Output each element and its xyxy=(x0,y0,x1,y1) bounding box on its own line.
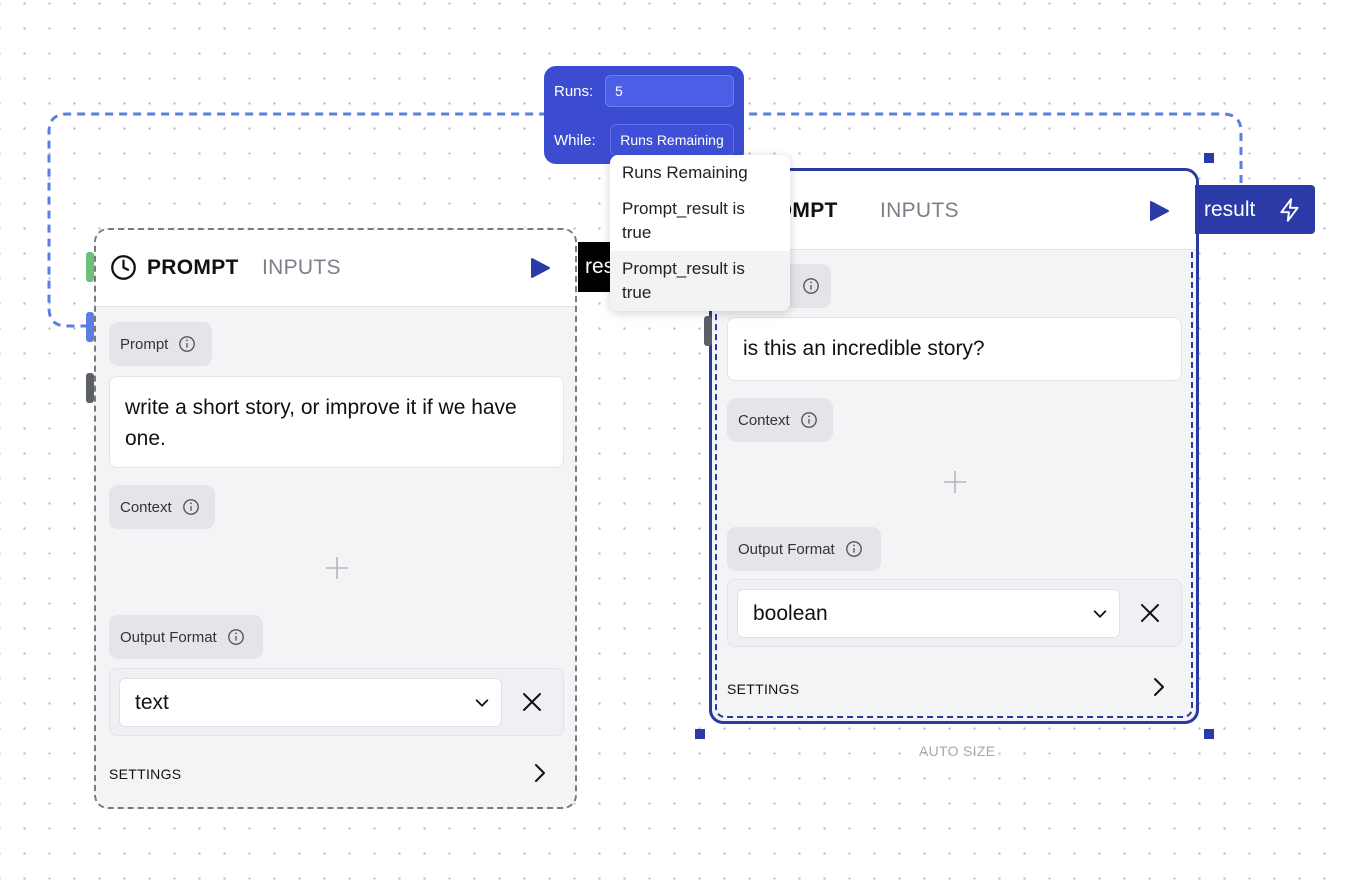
runs-input[interactable]: 5 xyxy=(605,75,734,107)
dropdown-option-prompt-result-1[interactable]: Prompt_result is true xyxy=(622,199,745,242)
prompt-label-pill: Prompt xyxy=(109,322,212,366)
resize-handle-bottom-left[interactable] xyxy=(695,729,705,739)
output-format-select[interactable]: text xyxy=(119,678,502,727)
resize-handle-bottom-right[interactable] xyxy=(1204,729,1214,739)
output-format-value: boolean xyxy=(753,601,828,625)
output-format-row: boolean xyxy=(727,579,1182,647)
while-dropdown-menu: Runs Remaining Prompt_result is true Pro… xyxy=(610,155,790,311)
context-label-pill: Context xyxy=(109,485,215,529)
output-format-label: Output Format xyxy=(738,540,835,558)
info-icon[interactable] xyxy=(227,628,245,646)
right-result-output[interactable]: result xyxy=(1195,185,1315,234)
lightning-icon xyxy=(1280,198,1299,222)
tab-inputs[interactable]: INPUTS xyxy=(262,256,341,279)
right-node-header: PROMPT INPUTS xyxy=(712,171,1196,250)
clock-icon xyxy=(111,255,136,280)
tab-inputs[interactable]: INPUTS xyxy=(880,199,959,222)
input-handle-gray[interactable] xyxy=(86,373,94,403)
input-handle-blue[interactable] xyxy=(86,312,94,342)
info-icon[interactable] xyxy=(182,498,200,516)
output-format-label: Output Format xyxy=(120,628,217,646)
dropdown-option-prompt-result-2[interactable]: Prompt_result is true xyxy=(610,251,790,311)
input-handle-green[interactable] xyxy=(86,252,94,282)
output-format-select[interactable]: boolean xyxy=(737,589,1120,638)
context-label-pill: Context xyxy=(727,398,833,442)
runs-label: Runs: xyxy=(554,83,594,100)
add-context-button[interactable] xyxy=(727,454,1182,509)
tab-prompt[interactable]: PROMPT xyxy=(147,256,239,279)
output-format-row: text xyxy=(109,668,564,736)
while-label: While: xyxy=(554,132,596,149)
settings-label[interactable]: SETTINGS xyxy=(727,681,800,697)
info-icon[interactable] xyxy=(802,277,820,295)
loop-control: Runs: 5 While: Runs Remaining xyxy=(544,66,744,164)
close-icon[interactable] xyxy=(1138,601,1162,625)
right-prompt-node[interactable]: PROMPT INPUTS is this an incredible stor… xyxy=(709,168,1199,724)
info-icon[interactable] xyxy=(800,411,818,429)
plus-icon xyxy=(325,556,348,579)
context-label: Context xyxy=(120,498,172,516)
context-label: Context xyxy=(738,411,790,429)
play-icon[interactable] xyxy=(1148,200,1170,222)
auto-size-label[interactable]: AUTO SIZE xyxy=(919,743,996,759)
settings-label[interactable]: SETTINGS xyxy=(109,766,182,782)
chevron-down-icon xyxy=(475,698,489,707)
close-icon[interactable] xyxy=(520,690,544,714)
plus-icon xyxy=(943,470,966,493)
left-prompt-node[interactable]: PROMPT INPUTS Prompt write a short story… xyxy=(94,228,577,809)
prompt-textarea[interactable]: write a short story, or improve it if we… xyxy=(109,376,564,468)
output-format-label-pill: Output Format xyxy=(109,615,263,659)
output-format-label-pill: Output Format xyxy=(727,527,881,571)
chevron-down-icon xyxy=(1093,609,1107,618)
info-icon[interactable] xyxy=(178,335,196,353)
play-icon[interactable] xyxy=(529,257,551,279)
prompt-label: Prompt xyxy=(120,335,169,353)
chevron-right-icon[interactable] xyxy=(529,762,551,784)
output-format-value: text xyxy=(135,690,169,714)
left-result-output[interactable]: result xyxy=(578,242,614,292)
dropdown-option-runs-remaining[interactable]: Runs Remaining xyxy=(622,163,748,182)
while-select[interactable]: Runs Remaining xyxy=(610,124,734,156)
result-label: result xyxy=(1204,197,1256,221)
prompt-textarea[interactable]: is this an incredible story? xyxy=(727,317,1182,381)
left-node-header: PROMPT INPUTS xyxy=(96,230,575,307)
info-icon[interactable] xyxy=(845,540,863,558)
add-context-button[interactable] xyxy=(109,540,564,595)
input-handle-gray[interactable] xyxy=(704,316,712,346)
chevron-right-icon[interactable] xyxy=(1148,676,1170,698)
resize-handle-top-right[interactable] xyxy=(1204,153,1214,163)
